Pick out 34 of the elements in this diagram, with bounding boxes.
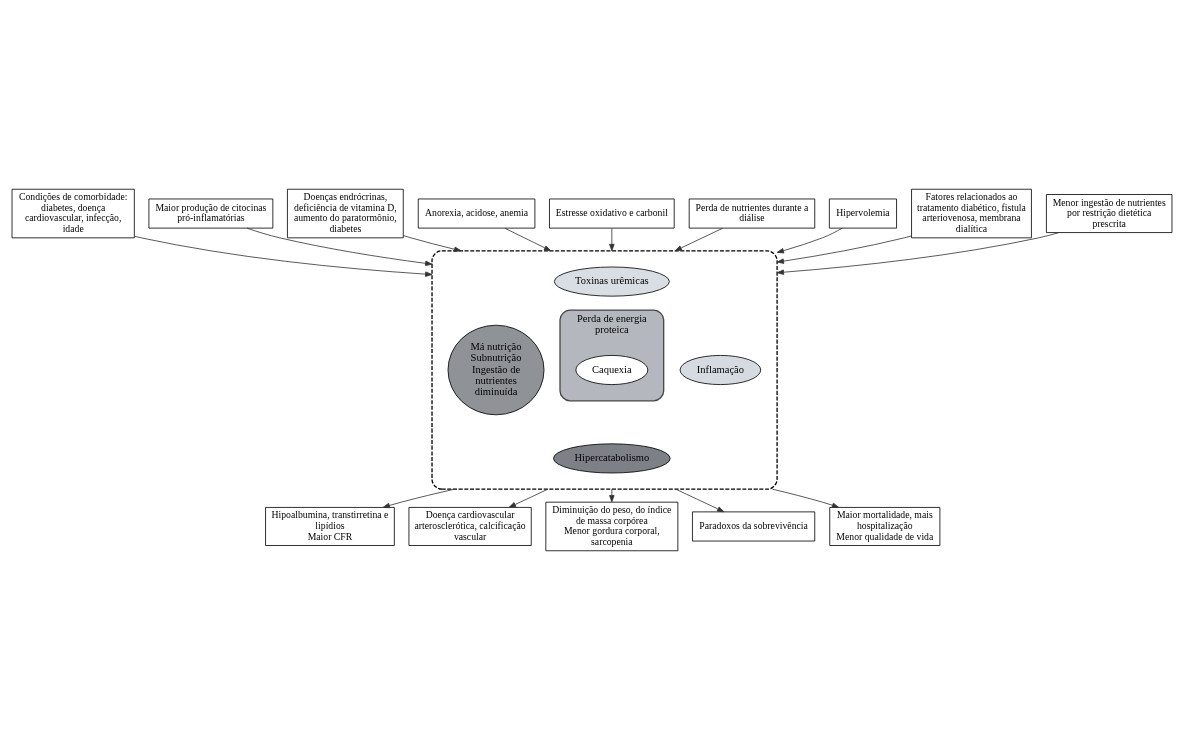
arrow [382,488,455,508]
node-box: Hipoalbumina, transtirretina e lipídios Maior CFR [265,506,395,546]
node-box: Condições de comorbidade: diabetes, doença cardiovascular, infecção, idade [11,188,135,238]
node-box: Anorexia, acidose, anemia [417,198,536,229]
arrow [246,227,433,266]
node-circle: Má nutrição Subnutrição Ingestão de nutrientes diminuída [447,324,545,415]
node-box: Doença cardiovascular arterosclerótica, calcificação vascular [408,506,532,546]
arrow [776,231,1060,275]
node-box: Fatores relacionados ao tratamento diabético, fistula arteriovenosa, membrana dialítica [911,188,1032,238]
node-ellipse: Hipercatabolismo [553,442,671,473]
node-box: Hipervolemia [828,198,897,229]
arrow [776,235,912,264]
node-box: Maior mortalidade, mais hospitalização Menor qualidade de vida [829,506,941,546]
arrow [776,227,843,253]
arrow [772,488,840,508]
arrow [609,227,615,251]
node-box: Paradoxos da sobrevivência [692,510,816,541]
arrow [508,488,549,508]
arrow [134,235,433,277]
node-box: Perda de nutrientes durante a diálise [688,198,816,229]
node-ellipse: Inflamação [679,354,762,385]
node-box: Menor ingestão de nutrientes por restrição dietética prescrita [1046,193,1173,233]
arrow [674,227,723,251]
arrow [609,488,615,502]
cluster [431,249,778,490]
node-box: Doenças endrócrinas, deficiência de vitamina D, aumento do paratormônio, diabetes [287,188,404,238]
node-ellipse: Caquexia [575,354,649,385]
node-box: Diminuição do peso, do índice de massa corpórea Menor gordura corporal, sarcopenia [545,501,679,551]
arrow [504,227,552,251]
node-ellipse: Toxinas urêmicas [553,266,670,297]
node-box: Estresse oxidativo e carbonil [549,198,675,229]
arrow [403,234,462,252]
arrow [675,488,725,512]
node-box: Maior produção de citocinas pró-inflamatórias [148,198,274,229]
